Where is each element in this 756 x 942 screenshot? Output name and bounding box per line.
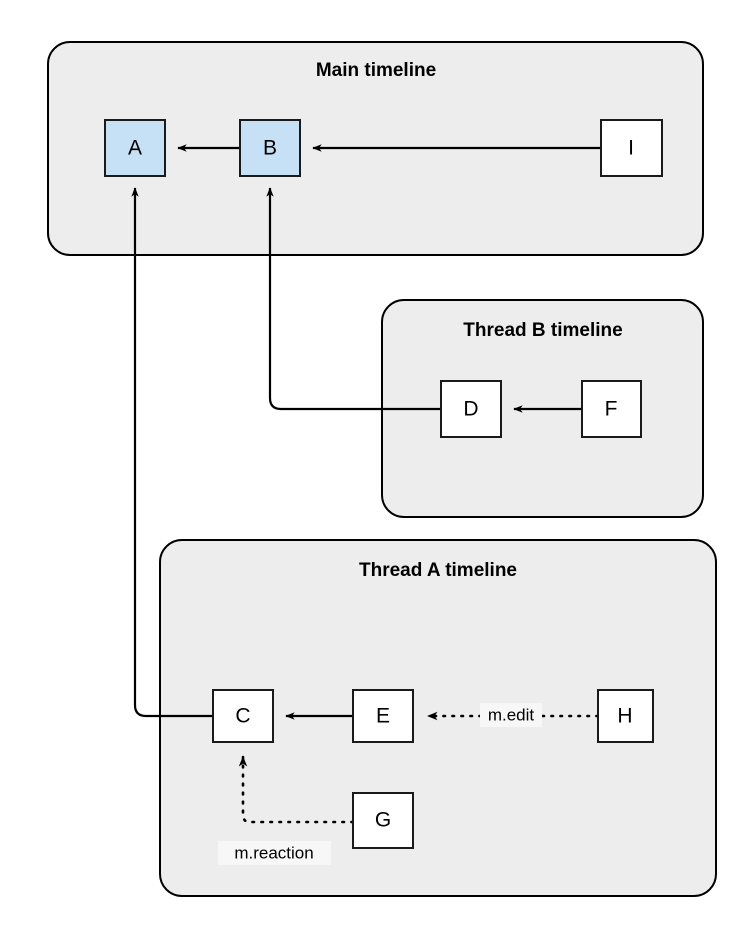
node-b-label: B	[263, 137, 277, 160]
group-thread-b-timeline-title: Thread B timeline	[463, 320, 622, 341]
node-i-box[interactable]	[600, 119, 663, 177]
node-d[interactable]: D	[440, 380, 502, 438]
node-d-label: D	[463, 398, 478, 421]
edge-c-to-a	[131, 187, 213, 718]
node-g-box[interactable]	[352, 792, 414, 849]
node-a-box[interactable]	[104, 119, 166, 177]
edge-label-m-edit-text: m.edit	[488, 705, 535, 724]
node-c-label: C	[235, 705, 250, 728]
node-f-label: F	[605, 398, 618, 421]
node-b-box[interactable]	[239, 119, 301, 177]
group-thread-a-timeline-rect	[159, 539, 717, 897]
edge-label-m-reaction-bg	[218, 841, 331, 865]
edge-label-m-reaction-text: m.reaction	[234, 843, 313, 862]
node-i-label: I	[628, 137, 634, 160]
node-g-label: G	[375, 809, 391, 832]
node-d-box[interactable]	[440, 380, 502, 438]
group-thread-a-timeline: Thread A timeline	[159, 539, 717, 897]
node-g[interactable]: G	[352, 792, 414, 849]
node-f-box[interactable]	[581, 380, 642, 438]
node-a[interactable]: A	[104, 119, 166, 177]
edge-d-to-b	[266, 187, 441, 411]
node-h[interactable]: H	[597, 689, 654, 743]
node-h-label: H	[617, 705, 632, 728]
node-e-box[interactable]	[352, 689, 414, 743]
edge-label-m-edit-bg	[480, 703, 542, 727]
edge-label-m-reaction: m.reaction	[218, 841, 331, 865]
group-thread-a-timeline-title: Thread A timeline	[359, 560, 517, 581]
node-c[interactable]: C	[212, 689, 274, 743]
node-e-label: E	[376, 705, 390, 728]
node-i[interactable]: I	[600, 119, 663, 177]
node-a-label: A	[128, 137, 142, 160]
node-c-box[interactable]	[212, 689, 274, 743]
node-e[interactable]: E	[352, 689, 414, 743]
node-f[interactable]: F	[581, 380, 642, 438]
node-b[interactable]: B	[239, 119, 301, 177]
node-h-box[interactable]	[597, 689, 654, 743]
edge-label-m-edit: m.edit	[480, 703, 542, 727]
group-main-timeline-title: Main timeline	[316, 60, 436, 81]
edge-g-to-c	[238, 755, 355, 824]
